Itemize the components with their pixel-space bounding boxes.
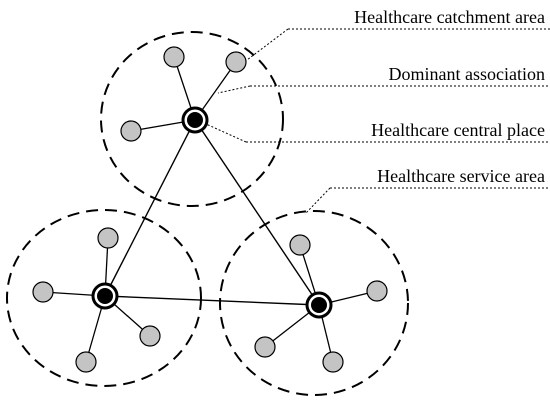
labels: Healthcare catchment area Dominant assoc… bbox=[354, 7, 545, 186]
service-area-top bbox=[100, 31, 284, 207]
satellite-node bbox=[139, 325, 161, 347]
leader-central-place bbox=[205, 123, 247, 143]
leader-catchment bbox=[246, 28, 289, 61]
satellite-node bbox=[97, 227, 119, 249]
satellite-nodes bbox=[32, 46, 388, 373]
label-service-area: Healthcare service area bbox=[377, 166, 545, 186]
central-place-left bbox=[91, 282, 119, 310]
label-dominant-association: Dominant association bbox=[389, 64, 545, 84]
satellite-node bbox=[254, 336, 276, 358]
label-central-place: Healthcare central place bbox=[371, 120, 545, 140]
central-place-top bbox=[181, 106, 209, 134]
central-places bbox=[91, 106, 333, 319]
spokes bbox=[42, 56, 378, 363]
service-area-right bbox=[219, 210, 409, 396]
satellite-node bbox=[322, 351, 344, 373]
central-place-right bbox=[305, 291, 333, 319]
link-left-right bbox=[104, 295, 320, 306]
service-area-circles bbox=[6, 31, 409, 396]
label-catchment-area: Healthcare catchment area bbox=[354, 7, 545, 27]
service-area-left bbox=[6, 209, 202, 387]
satellite-node bbox=[225, 51, 247, 73]
link-top-right bbox=[194, 119, 320, 306]
link-top-left bbox=[104, 119, 196, 297]
satellite-node bbox=[366, 280, 388, 302]
association-links bbox=[104, 119, 320, 306]
satellite-node bbox=[289, 234, 311, 256]
leader-association bbox=[217, 85, 251, 94]
satellite-node bbox=[163, 46, 185, 68]
leader-lines bbox=[205, 28, 550, 215]
satellite-node bbox=[32, 281, 54, 303]
satellite-node bbox=[120, 120, 142, 142]
satellite-node bbox=[75, 351, 97, 373]
